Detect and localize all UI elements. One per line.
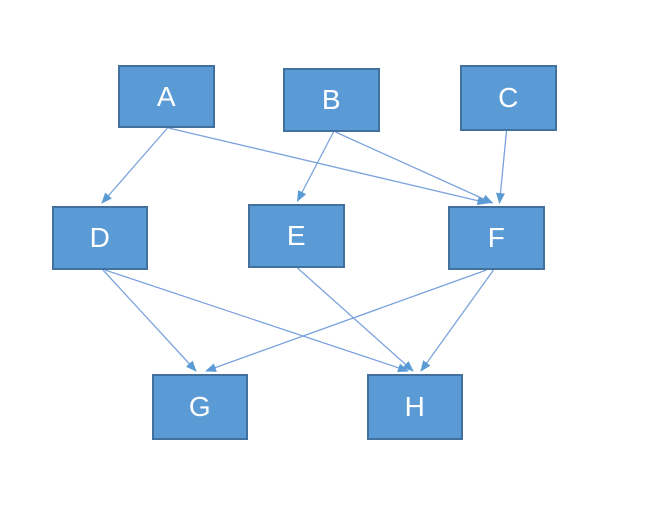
node-f[interactable]: F: [448, 206, 545, 270]
edge-c-f: [495, 130, 508, 204]
node-d[interactable]: D: [52, 206, 148, 270]
edge-b-e: [296, 131, 335, 202]
edge-d-h: [104, 269, 409, 373]
node-b[interactable]: B: [283, 68, 380, 132]
node-g[interactable]: G: [152, 374, 248, 440]
node-label: C: [498, 82, 519, 113]
edge-d-g: [102, 269, 197, 372]
node-label: G: [188, 391, 212, 422]
edge-b-f: [335, 131, 494, 204]
node-label: F: [487, 222, 506, 253]
node-a[interactable]: A: [118, 65, 215, 128]
node-e[interactable]: E: [248, 204, 345, 268]
node-label: H: [404, 391, 426, 422]
node-c[interactable]: C: [460, 65, 557, 131]
node-label: D: [89, 222, 111, 253]
edge-e-h: [297, 267, 414, 372]
edge-f-h: [420, 269, 495, 372]
node-label: A: [156, 80, 177, 112]
edge-a-f: [168, 127, 489, 206]
node-h[interactable]: H: [367, 374, 463, 440]
edge-f-g: [205, 269, 487, 372]
node-label: B: [321, 84, 342, 115]
node-label: E: [286, 220, 307, 251]
edge-a-d: [101, 127, 168, 204]
